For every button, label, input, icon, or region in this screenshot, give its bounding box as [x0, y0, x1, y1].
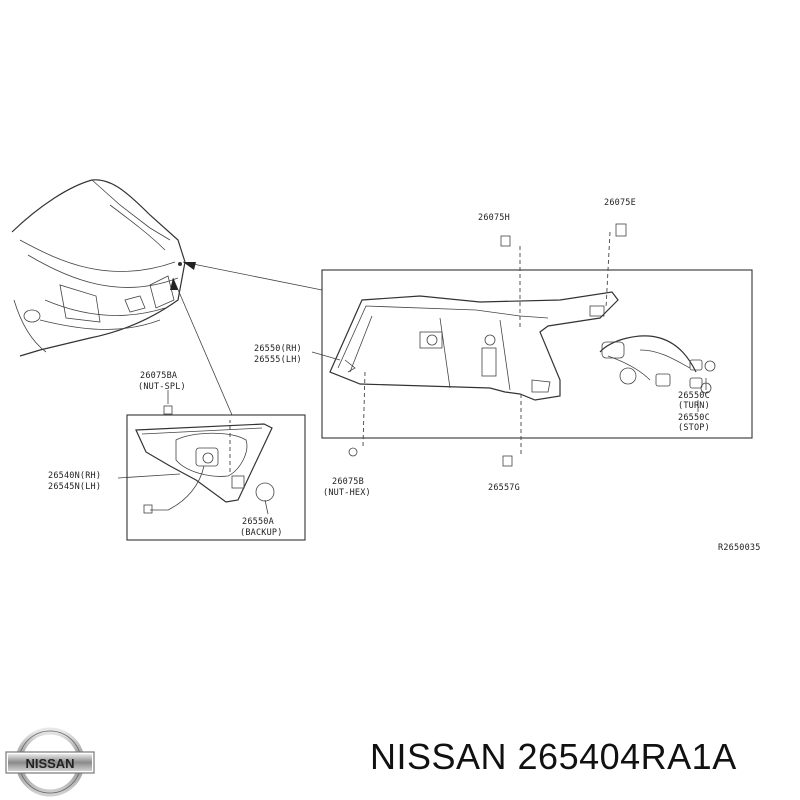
- trunk-lid-lamp: [135, 405, 275, 514]
- pointer-line-inner: [172, 277, 233, 416]
- main-lamp-box: [321, 269, 753, 439]
- callout-26550C-stop: 26550C: [678, 413, 710, 423]
- callout-nut-spl: (NUT-SPL): [138, 382, 186, 392]
- callout-26545N: 26545N(LH): [48, 482, 101, 492]
- rear-combination-lamp: [329, 291, 619, 401]
- clip-26075H: [500, 235, 511, 247]
- callout-26075BA: 26075BA: [140, 371, 177, 381]
- callout-26075H: 26075H: [478, 213, 510, 223]
- leader-26550A: [264, 499, 269, 515]
- nut-hex-26075B: [348, 447, 358, 457]
- clip-26075E: [615, 223, 627, 237]
- inner-lamp-box: [126, 414, 306, 541]
- leader-26075B: [362, 371, 366, 447]
- callout-stop: (STOP): [678, 423, 710, 433]
- logo-wordmark: NISSAN: [25, 756, 74, 771]
- callout-labels: 26075H 26075E 26550(RH) 26555(LH) 26075B…: [48, 198, 761, 553]
- callout-26075E: 26075E: [604, 198, 636, 208]
- part-number-caption: NISSAN 265404RA1A: [370, 736, 737, 777]
- callout-26557G: 26557G: [488, 483, 520, 493]
- leader-26075E: [605, 231, 611, 309]
- pointer-arrowhead-main: [183, 262, 196, 270]
- lamp-wiring-harness: [599, 335, 716, 394]
- callout-nut-hex: (NUT-HEX): [323, 488, 371, 498]
- leader-26540N: [117, 473, 181, 479]
- callout-26075B: 26075B: [332, 477, 364, 487]
- callout-26550: 26550(RH): [254, 344, 302, 354]
- callout-turn: (TURN): [678, 401, 710, 411]
- grommet-26557G: [502, 455, 513, 467]
- callout-26550C-turn: 26550C: [678, 391, 710, 401]
- callout-backup: (BACKUP): [240, 528, 283, 538]
- callout-26550A: 26550A: [242, 517, 274, 527]
- car-rear-illustration: [11, 179, 186, 357]
- pointer-line-main: [182, 261, 323, 291]
- leader-26550: [311, 351, 341, 361]
- callout-26540N: 26540N(RH): [48, 471, 101, 481]
- reference-code: R2650035: [718, 543, 761, 553]
- nissan-logo: NISSAN: [5, 727, 95, 797]
- callout-26555: 26555(LH): [254, 355, 302, 365]
- pointer-arrowhead-inner: [170, 278, 178, 290]
